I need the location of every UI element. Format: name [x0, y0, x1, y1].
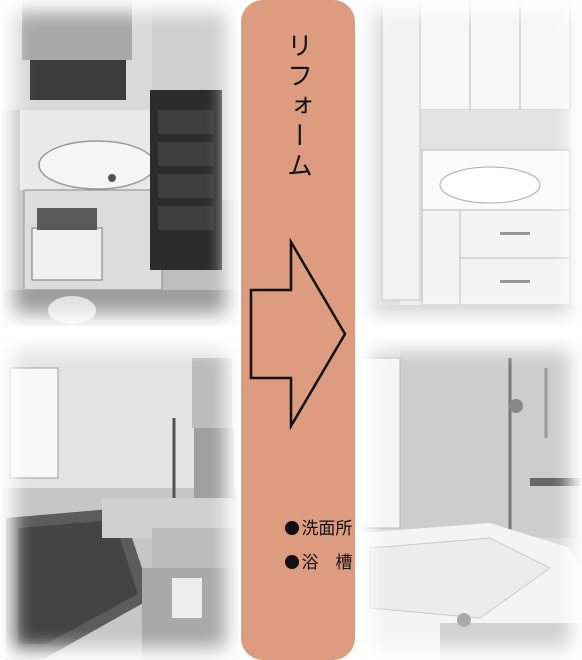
- after-bathtub-photo: [360, 338, 582, 660]
- item-washroom-label: 洗面所: [301, 519, 353, 539]
- banner-title-text: リフォーム: [282, 32, 313, 182]
- before-bathtub-photo: [2, 338, 238, 660]
- item-bathtub-label: 浴 槽: [301, 553, 353, 573]
- before-washroom-photo: [2, 0, 238, 326]
- center-banner: リフォーム 洗面所 浴 槽: [241, 0, 355, 660]
- banner-title: リフォーム: [241, 22, 355, 192]
- right-arrow-icon: [249, 237, 347, 431]
- bullet-icon: [285, 521, 300, 535]
- bullet-icon: [285, 555, 300, 569]
- item-bathtub: 浴 槽: [241, 512, 355, 573]
- renovation-items-list: 洗面所 浴 槽: [241, 478, 355, 573]
- after-washroom-photo: [360, 0, 582, 326]
- item-washroom: 洗面所: [241, 478, 355, 539]
